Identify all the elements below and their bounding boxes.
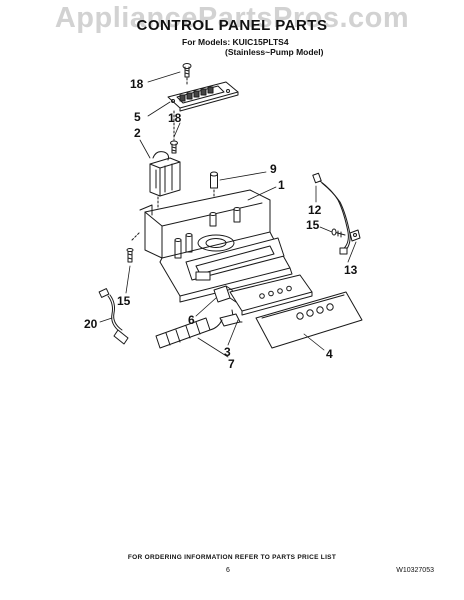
callout-15-right: 15 — [306, 218, 320, 232]
part-7-ribbon-cable — [155, 317, 223, 349]
part-18-screw-lower — [170, 140, 178, 154]
callout-7: 7 — [228, 357, 235, 371]
page-title: CONTROL PANEL PARTS — [136, 17, 328, 34]
callout-15-left: 15 — [117, 294, 131, 308]
callout-4: 4 — [326, 347, 333, 361]
callout-numbers: 18 18 5 2 9 1 12 15 13 15 6 20 3 7 4 — [84, 77, 358, 371]
part-3-touch-panel — [219, 274, 313, 327]
part-15-screw-left — [126, 231, 141, 263]
part-5-control-board — [167, 81, 239, 141]
callout-9: 9 — [270, 162, 277, 176]
model-variant: (Stainless~Pump Model) — [225, 47, 324, 57]
part-13-clip — [349, 229, 361, 242]
part-1-housing — [139, 189, 293, 303]
part-15-screw-right — [331, 228, 346, 238]
callout-13: 13 — [344, 263, 358, 277]
part-4-overlay — [255, 291, 363, 349]
callout-2: 2 — [134, 126, 141, 140]
part-18-screw-top — [182, 63, 192, 87]
part-2-pump-motor — [149, 151, 181, 211]
callout-6: 6 — [188, 313, 195, 327]
watermark: AppliancePartsPros.com — [54, 2, 410, 34]
page-number: 6 — [226, 567, 230, 574]
callout-18-top: 18 — [130, 77, 144, 91]
document-number: W10327053 — [396, 567, 434, 574]
callout-1: 1 — [278, 178, 285, 192]
leader-lines — [99, 71, 357, 358]
models-line: For Models: KUIC15PLTS4 — [182, 37, 289, 47]
part-12-wire-harness — [312, 172, 351, 255]
callout-12: 12 — [308, 203, 322, 217]
callout-20: 20 — [84, 317, 98, 331]
part-20-sensor — [98, 288, 129, 345]
ordering-note: FOR ORDERING INFORMATION REFER TO PARTS … — [127, 554, 337, 561]
callout-5: 5 — [134, 110, 141, 124]
callout-18-lower: 18 — [168, 111, 182, 125]
callout-3: 3 — [224, 345, 231, 359]
